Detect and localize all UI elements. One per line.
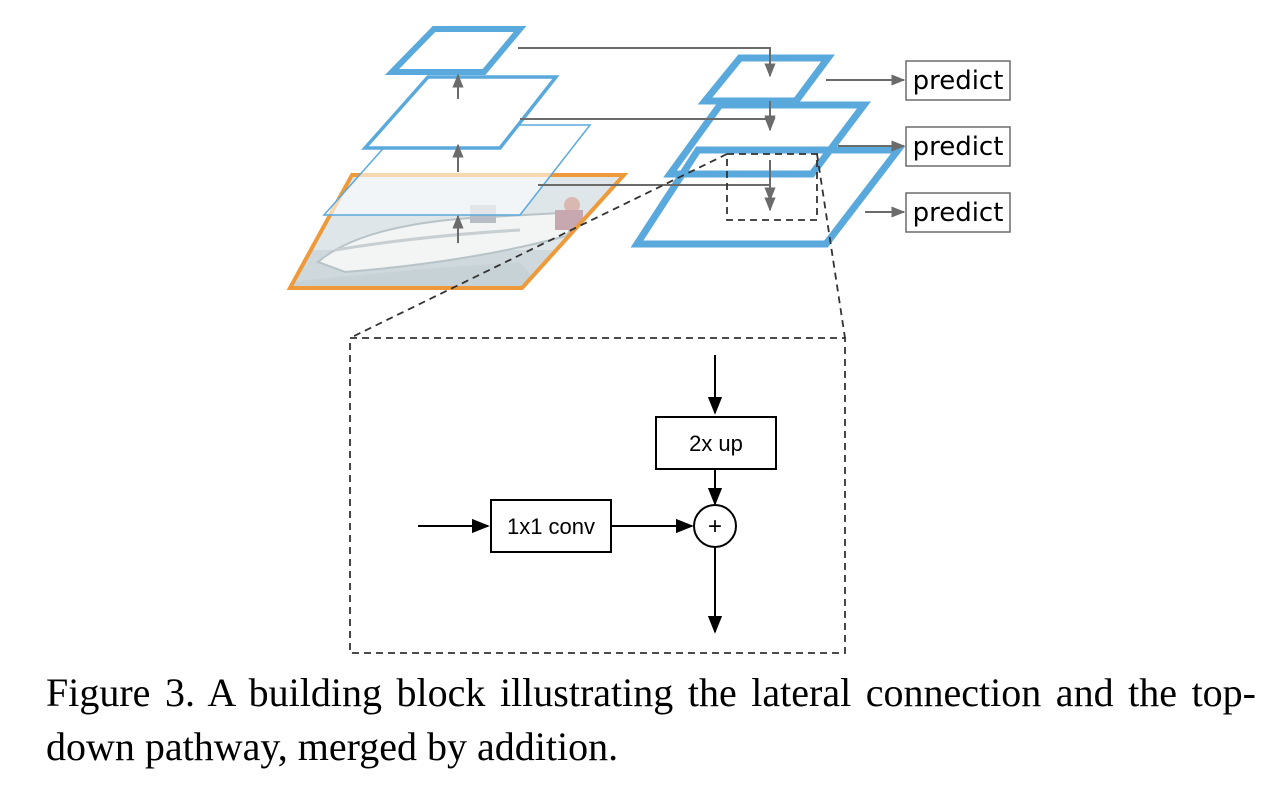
predict-box: predict bbox=[905, 60, 1011, 101]
building-block-detail: 2x up 1x1 conv + bbox=[349, 337, 846, 654]
zoom-selection bbox=[349, 153, 846, 339]
lateral-conv-label: 1x1 conv bbox=[507, 514, 595, 539]
lateral-conv-box: 1x1 conv bbox=[490, 499, 612, 553]
bottom-up-level-3 bbox=[384, 26, 527, 75]
plus-symbol: + bbox=[708, 513, 722, 540]
top-down-level-1 bbox=[630, 146, 906, 248]
figure-caption: Figure 3. A building block illustrating … bbox=[46, 670, 1256, 769]
bottom-up-level-2 bbox=[361, 75, 560, 150]
top-down-level-3 bbox=[697, 54, 835, 105]
upsample-label: 2x up bbox=[689, 431, 743, 456]
predict-label: predict bbox=[913, 132, 1004, 162]
predict-box: predict bbox=[905, 192, 1011, 233]
predict-label: predict bbox=[913, 66, 1004, 96]
addition-node: + bbox=[693, 504, 737, 548]
detail-frame bbox=[349, 337, 846, 654]
top-down-level-2 bbox=[663, 101, 872, 178]
predict-label: predict bbox=[913, 198, 1004, 228]
predict-arrows bbox=[826, 74, 906, 218]
upsample-box: 2x up bbox=[655, 416, 777, 470]
predict-box: predict bbox=[905, 126, 1011, 167]
